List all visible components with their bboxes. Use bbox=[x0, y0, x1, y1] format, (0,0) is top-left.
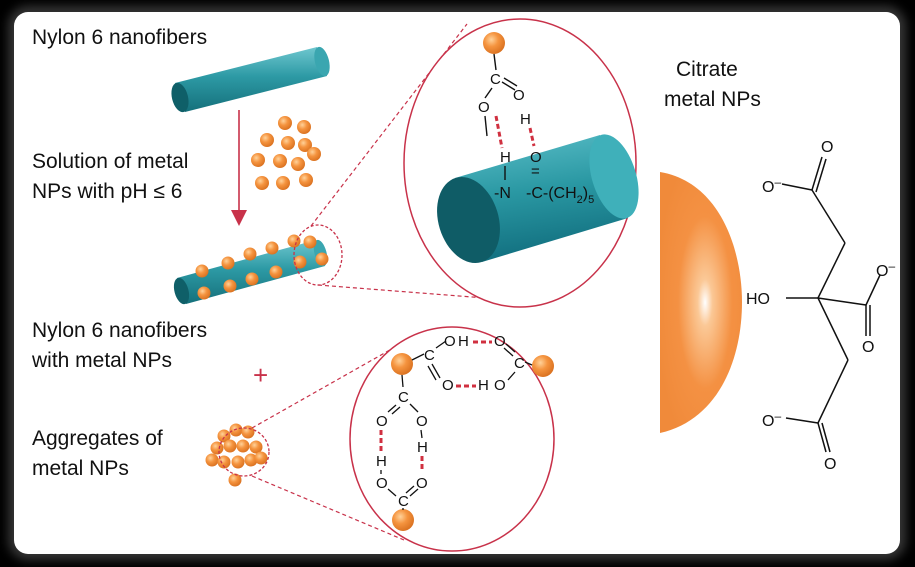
nanoparticle bbox=[217, 429, 231, 443]
nanoparticle bbox=[299, 173, 313, 187]
metal-np-dome bbox=[660, 172, 742, 433]
fiber-nanoparticles bbox=[195, 234, 329, 300]
zoom-line-bottom-upper bbox=[251, 341, 405, 429]
nanoparticle bbox=[269, 265, 283, 279]
label-with-nps-line1: Nylon 6 nanofibers bbox=[32, 319, 207, 342]
nanoparticle bbox=[276, 176, 290, 190]
citrate-o-mid: O bbox=[862, 339, 874, 356]
nanoparticle bbox=[229, 423, 243, 437]
top-zoom-bubble: C O O H H O = -N -C-(CH2)5 bbox=[403, 18, 639, 308]
citrate-o-minus-bot: O– bbox=[762, 409, 781, 430]
label-citrate-line1: Citrate bbox=[676, 58, 738, 81]
nanoparticle bbox=[221, 256, 235, 270]
nanoparticle bbox=[245, 272, 259, 286]
nanoparticle bbox=[243, 247, 257, 261]
nanoparticle bbox=[254, 451, 268, 465]
nanoparticle bbox=[244, 453, 258, 467]
nanoparticle bbox=[287, 234, 301, 248]
label-solution-line1: Solution of metal bbox=[32, 150, 188, 173]
atom-o-nylon: O bbox=[530, 149, 542, 166]
atom-h2: H bbox=[478, 377, 489, 394]
nanoparticle bbox=[315, 252, 329, 266]
atom-c2: C bbox=[514, 355, 525, 372]
atom-o2b: O bbox=[494, 377, 506, 394]
nanofiber-with-nps bbox=[173, 234, 329, 305]
atom-h3: H bbox=[417, 439, 428, 456]
citrate-o-top: O bbox=[821, 139, 833, 156]
citrate-o-minus-mid: O– bbox=[876, 259, 895, 280]
label-aggregates-line1: Aggregates of bbox=[32, 427, 163, 450]
nanoparticle bbox=[265, 241, 279, 255]
label-nylon-nanofibers: Nylon 6 nanofibers bbox=[32, 26, 207, 49]
label-solution-line2: NPs with pH ≤ 6 bbox=[32, 180, 182, 203]
nanoparticle bbox=[297, 120, 311, 134]
nanoparticle bbox=[231, 455, 245, 469]
atom-h4: H bbox=[376, 453, 387, 470]
label-citrate-line2: metal NPs bbox=[664, 88, 761, 111]
nanoparticle bbox=[303, 235, 317, 249]
atom-o3a: O bbox=[376, 413, 388, 430]
plus-sign: + bbox=[253, 360, 268, 390]
atom-o4a: O bbox=[376, 475, 388, 492]
double-bond-sign: = bbox=[531, 163, 540, 180]
atom-c: C bbox=[490, 71, 501, 88]
nanoparticle bbox=[197, 286, 211, 300]
citrate-o-bot: O bbox=[824, 456, 836, 473]
atom-o-right: O bbox=[513, 87, 525, 104]
atom-o2a: O bbox=[494, 333, 506, 350]
nanoparticle bbox=[278, 116, 292, 130]
nanoparticle bbox=[223, 279, 237, 293]
aggregate-nanoparticles bbox=[205, 423, 268, 487]
atom-c3: C bbox=[398, 389, 409, 406]
nanoparticle bbox=[291, 157, 305, 171]
amide-n: -N bbox=[494, 185, 511, 202]
atom-c4: C bbox=[398, 493, 409, 510]
citrate-labels: O O– O– O HO O– O bbox=[746, 139, 895, 473]
atom-h-nylon: H bbox=[500, 149, 511, 166]
nanoparticle bbox=[228, 473, 242, 487]
nanoparticle bbox=[298, 138, 312, 152]
nanoparticle bbox=[217, 455, 231, 469]
atom-o4b: O bbox=[416, 475, 428, 492]
zoom-marker-aggregate bbox=[218, 427, 270, 477]
atom-o1a: O bbox=[444, 333, 456, 350]
label-aggregates-line2: metal NPs bbox=[32, 457, 129, 480]
citrate-o-minus-top: O– bbox=[762, 175, 781, 196]
nanoparticle bbox=[251, 153, 265, 167]
nanoparticle bbox=[255, 176, 269, 190]
nanoparticle bbox=[223, 439, 237, 453]
nanoparticle bbox=[307, 147, 321, 161]
atom-o3b: O bbox=[416, 413, 428, 430]
atom-o1b: O bbox=[442, 377, 454, 394]
nanoparticle bbox=[210, 441, 224, 455]
atom-c1: C bbox=[424, 347, 435, 364]
label-with-nps-line2: with metal NPs bbox=[31, 349, 172, 372]
plain-nanofiber bbox=[171, 46, 330, 113]
citrate-ho: HO bbox=[746, 291, 770, 308]
nanoparticle bbox=[273, 154, 287, 168]
nanoparticle bbox=[293, 255, 307, 269]
solution-nanoparticles bbox=[251, 116, 321, 190]
nanoparticle bbox=[205, 453, 219, 467]
atom-h-right: H bbox=[520, 111, 531, 128]
atom-h1: H bbox=[458, 333, 469, 350]
nanoparticle bbox=[195, 264, 209, 278]
bottom-zoom-bubble: C O H O C O H O C O O H bbox=[349, 326, 555, 552]
atom-o-left: O bbox=[478, 99, 490, 116]
nanoparticle bbox=[236, 439, 250, 453]
citrate-structure bbox=[781, 156, 881, 453]
nanoparticle bbox=[260, 133, 274, 147]
nanoparticle bbox=[249, 440, 263, 454]
amide-chain: -C-(CH2)5 bbox=[526, 185, 594, 206]
nanoparticle bbox=[281, 136, 295, 150]
